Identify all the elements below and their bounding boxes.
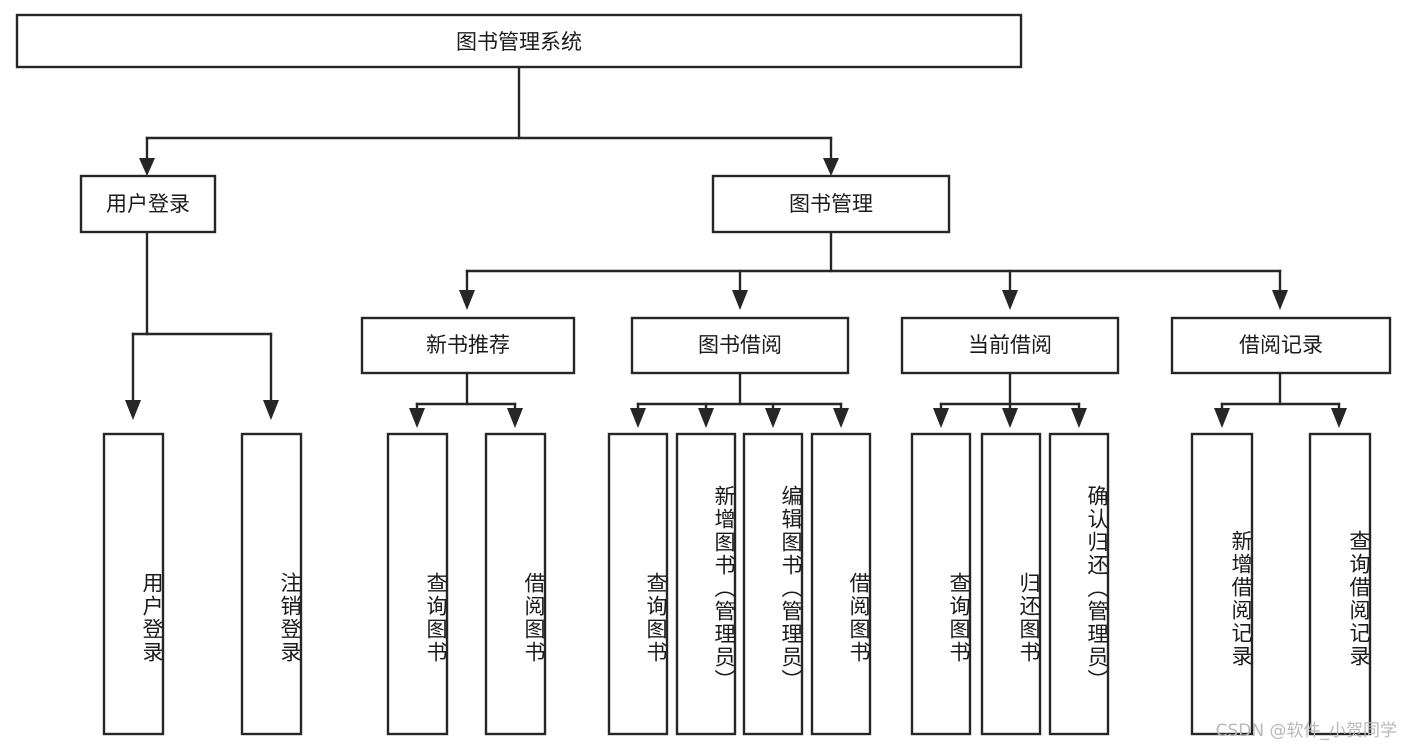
node-user-login[interactable] xyxy=(79,174,217,234)
arrow-head-icon xyxy=(125,400,141,420)
node-leaf-rec-query[interactable] xyxy=(386,432,449,736)
node-layer: 图书管理系统 用户登录 图书管理 新书推荐 图书借阅 当前借阅 借阅记录 xyxy=(15,13,1392,736)
arrow-head-icon xyxy=(1002,290,1018,310)
node-current-borrow[interactable] xyxy=(900,316,1120,375)
node-borrow-record[interactable] xyxy=(1170,316,1392,375)
arrow-head-icon xyxy=(263,400,279,420)
node-leaf-cur-return[interactable] xyxy=(980,432,1042,736)
node-new-book-rec[interactable] xyxy=(360,316,576,375)
arrow-head-icon xyxy=(933,408,949,428)
arrow-head-icon xyxy=(1214,408,1230,428)
arrow-head-icon xyxy=(698,408,714,428)
node-current-borrow-label: 当前借阅 xyxy=(968,333,1052,357)
node-new-book-rec-label: 新书推荐 xyxy=(426,333,510,357)
arrow-head-icon xyxy=(1331,408,1347,428)
arrow-head-icon xyxy=(732,290,748,310)
arrow-head-icon xyxy=(1002,408,1018,428)
arrow-head-icon xyxy=(630,408,646,428)
node-borrow-record-label: 借阅记录 xyxy=(1239,333,1323,357)
node-root[interactable] xyxy=(15,13,1023,69)
arrow-head-icon xyxy=(823,158,839,176)
arrow-head-icon xyxy=(833,408,849,428)
node-leaf-borrow-lend[interactable] xyxy=(810,432,872,736)
arrow-head-icon xyxy=(1071,408,1087,428)
arrow-head-icon xyxy=(409,408,425,428)
node-leaf-cur-confirm[interactable] xyxy=(1048,432,1110,736)
node-leaf-borrow-edit[interactable] xyxy=(742,432,804,736)
arrow-head-icon xyxy=(459,290,475,310)
node-book-borrow-label: 图书借阅 xyxy=(698,333,782,357)
connector-layer xyxy=(125,65,1347,428)
node-leaf-user-logout[interactable] xyxy=(240,432,303,736)
node-leaf-borrow-query[interactable] xyxy=(607,432,669,736)
node-leaf-rec-search[interactable] xyxy=(1308,432,1372,736)
node-book-borrow[interactable] xyxy=(630,316,850,375)
arrow-head-icon xyxy=(507,408,523,428)
node-book-manage-label: 图书管理 xyxy=(789,192,873,216)
node-leaf-cur-query[interactable] xyxy=(910,432,972,736)
node-leaf-borrow-add[interactable] xyxy=(675,432,737,736)
node-leaf-user-login[interactable] xyxy=(102,432,165,736)
node-leaf-rec-borrow[interactable] xyxy=(484,432,547,736)
node-root-label: 图书管理系统 xyxy=(456,30,582,54)
arrow-head-icon xyxy=(765,408,781,428)
arrow-head-icon xyxy=(1272,290,1288,310)
csdn-watermark: CSDN @软件_小贺同学 xyxy=(1215,721,1397,741)
node-user-login-label: 用户登录 xyxy=(106,192,190,216)
node-book-manage[interactable] xyxy=(711,174,951,234)
arrow-head-icon xyxy=(139,158,155,176)
node-leaf-rec-add[interactable] xyxy=(1190,432,1254,736)
